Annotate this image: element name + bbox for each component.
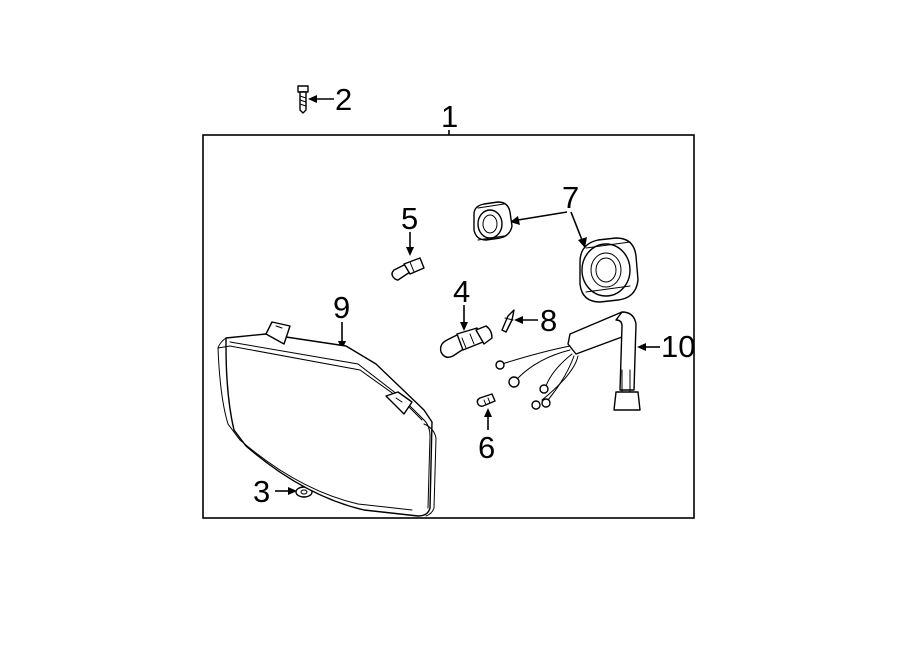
callout-7: 7 bbox=[562, 180, 579, 215]
headlamp-housing-icon bbox=[217, 321, 437, 517]
leader-4 bbox=[460, 305, 468, 331]
leader-3 bbox=[275, 487, 297, 495]
callout-5: 5 bbox=[401, 201, 418, 236]
callout-2: 2 bbox=[335, 82, 352, 117]
callout-8: 8 bbox=[540, 303, 557, 338]
halogen-bulb-icon bbox=[439, 325, 493, 359]
callout-4: 4 bbox=[453, 274, 470, 309]
leader-6 bbox=[484, 408, 492, 430]
wiring-harness-icon bbox=[495, 311, 641, 411]
leader-8 bbox=[514, 316, 538, 324]
callout-3: 3 bbox=[253, 474, 270, 509]
callout-10: 10 bbox=[661, 329, 695, 364]
leader-10 bbox=[637, 343, 660, 351]
large-socket-icon bbox=[579, 237, 639, 303]
callout-6: 6 bbox=[478, 430, 495, 465]
small-socket-icon bbox=[473, 201, 513, 241]
leader-2 bbox=[308, 95, 334, 103]
leader-7 bbox=[510, 211, 587, 248]
leader-5 bbox=[406, 232, 414, 256]
callout-9: 9 bbox=[333, 290, 350, 325]
wedge-bulb-icon bbox=[476, 393, 496, 407]
callout-1: 1 bbox=[441, 99, 458, 134]
bolt-icon bbox=[297, 85, 309, 114]
side-marker-bulb-icon bbox=[391, 257, 425, 281]
retaining-clip-icon bbox=[501, 309, 515, 333]
